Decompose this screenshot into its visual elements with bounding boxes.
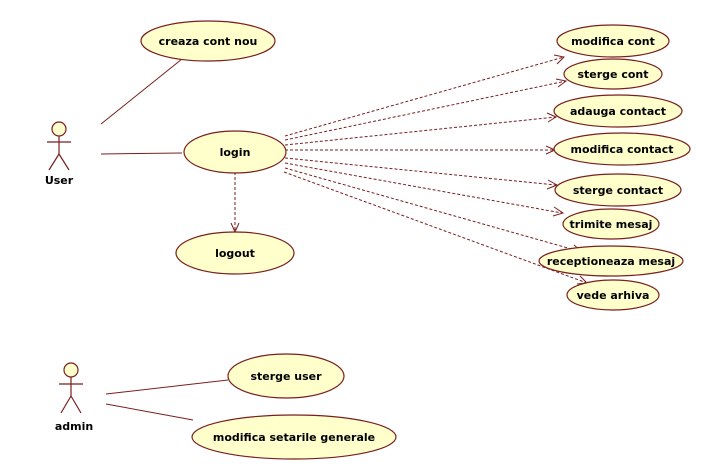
association-user-creaza-cont bbox=[100, 58, 183, 125]
svg-text:login: login bbox=[220, 146, 251, 159]
dependency-login-adauga-contact bbox=[284, 112, 558, 146]
dependency-login-sterge-cont bbox=[284, 78, 568, 141]
dependency-login-trimite-mesaj bbox=[284, 162, 565, 217]
use-case-creaza-cont-nou[interactable]: creaza cont nou bbox=[140, 20, 276, 62]
use-case-modifica-setarile-generale[interactable]: modifica setarile generale bbox=[191, 414, 397, 460]
use-case-trimite-mesaj[interactable]: trimite mesaj bbox=[562, 208, 660, 240]
svg-text:modifica contact: modifica contact bbox=[571, 143, 674, 156]
dependency-login-modifica-contact bbox=[285, 145, 557, 155]
use-case-sterge-user[interactable]: sterge user bbox=[227, 353, 345, 399]
use-case-sterge-contact[interactable]: sterge contact bbox=[554, 173, 682, 207]
actor-user-label: User bbox=[45, 174, 74, 187]
actor-user-head bbox=[51, 121, 67, 137]
svg-text:sterge user: sterge user bbox=[250, 370, 322, 383]
use-case-receptioneaza-mesaj[interactable]: receptioneaza mesaj bbox=[538, 245, 684, 277]
use-case-adauga-contact[interactable]: adauga contact bbox=[553, 94, 683, 128]
svg-text:creaza cont nou: creaza cont nou bbox=[159, 35, 258, 48]
svg-text:sterge cont: sterge cont bbox=[577, 68, 648, 81]
actor-admin-label: admin bbox=[55, 420, 93, 433]
use-case-vede-arhiva[interactable]: vede arhiva bbox=[566, 279, 660, 311]
association-admin-sterge-user bbox=[105, 379, 229, 395]
svg-text:sterge contact: sterge contact bbox=[573, 184, 663, 197]
svg-text:trimite mesaj: trimite mesaj bbox=[570, 218, 653, 231]
svg-text:vede arhiva: vede arhiva bbox=[577, 289, 650, 302]
svg-text:modifica cont: modifica cont bbox=[571, 35, 655, 48]
use-case-login[interactable]: login bbox=[183, 130, 287, 174]
use-case-modifica-contact[interactable]: modifica contact bbox=[553, 132, 691, 166]
dependency-login-vede-arhiva bbox=[283, 171, 589, 285]
dependency-login-modifica-cont bbox=[284, 54, 566, 137]
actor-user[interactable]: User bbox=[45, 121, 74, 187]
svg-text:receptioneaza mesaj: receptioneaza mesaj bbox=[547, 255, 675, 268]
association-user-login bbox=[100, 152, 183, 155]
svg-text:modifica setarile generale: modifica setarile generale bbox=[213, 431, 375, 444]
dependency-login-sterge-contact bbox=[284, 157, 559, 190]
svg-text:adauga contact: adauga contact bbox=[570, 105, 666, 118]
actor-admin[interactable]: admin bbox=[55, 362, 93, 433]
dependency-login-receptioneaza-mesaj bbox=[284, 167, 584, 255]
dependency-login-logout bbox=[230, 172, 240, 234]
use-case-logout[interactable]: logout bbox=[175, 231, 295, 275]
svg-text:logout: logout bbox=[215, 247, 255, 260]
use-case-sterge-cont[interactable]: sterge cont bbox=[563, 58, 663, 90]
use-case-modifica-cont[interactable]: modifica cont bbox=[556, 24, 670, 58]
association-admin-modifica-setarile bbox=[105, 403, 194, 421]
actor-admin-head bbox=[63, 362, 79, 378]
